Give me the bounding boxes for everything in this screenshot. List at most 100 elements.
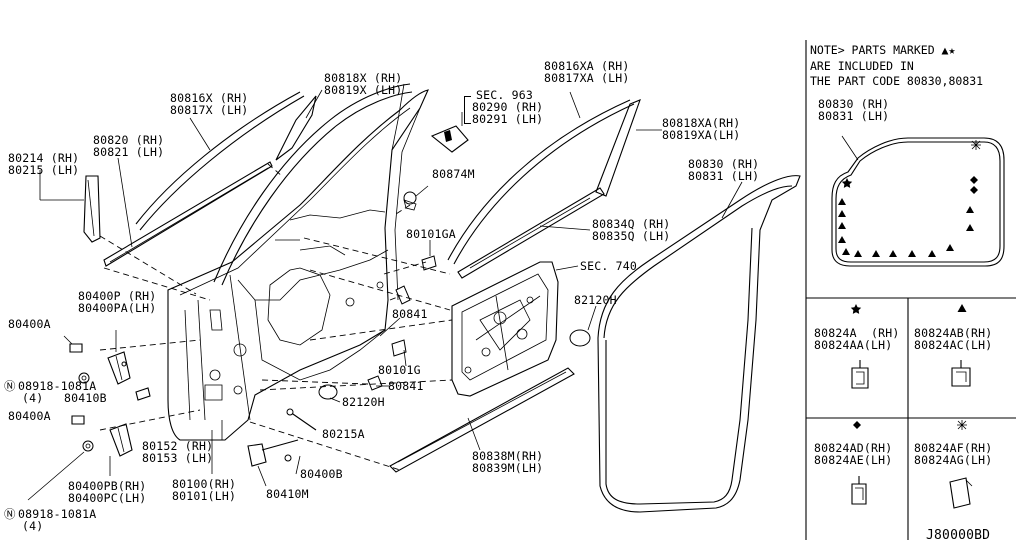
- label-82120h-right: 82120H: [574, 293, 617, 307]
- label-80400a-1: 80400A: [8, 317, 51, 331]
- label-80100-rh: 80100(RH): [172, 477, 237, 491]
- bolt-80400a-2: [71, 415, 85, 425]
- part-80214: [39, 170, 101, 243]
- sec963-bracket: [464, 96, 471, 124]
- label-80101g: 80101G: [378, 363, 421, 377]
- part-80816x: [135, 91, 305, 231]
- label-80830-rh: 80830 (RH): [688, 157, 760, 171]
- label-nut2-code: 08918-1081A: [18, 507, 97, 521]
- bolt-80410b: [135, 387, 151, 401]
- label-sec963-rh: 80290 (RH): [472, 100, 544, 114]
- part-sec963: [430, 112, 469, 153]
- label-80214-lh: 80215 (LH): [8, 163, 80, 177]
- part-80830-weatherstrip: [597, 175, 801, 513]
- label-80400a-2: 80400A: [8, 409, 51, 423]
- clip-asterisk-rh: 80824AF(RH): [914, 441, 993, 455]
- parts-table-frame: [805, 40, 1016, 540]
- part-80215a: [286, 408, 317, 431]
- label-80215a: 80215A: [322, 427, 365, 441]
- nut1-circle: Ⓝ: [4, 379, 16, 393]
- label-80834q-rh: 80834Q (RH): [592, 217, 671, 231]
- nut2-circle: Ⓝ: [4, 507, 16, 521]
- clip-80824ad: [851, 476, 867, 505]
- label-80830-lh: 80831 (LH): [688, 169, 760, 183]
- clip-diamond-rh: 80824AD(RH): [814, 441, 893, 455]
- label-sec740: SEC. 740: [580, 259, 637, 273]
- label-80818x-rh: 80818X (RH): [324, 71, 403, 85]
- note-line-3: THE PART CODE 80830,80831: [810, 74, 984, 88]
- part-80818xa: [595, 99, 662, 197]
- clip-star-lh: 80824AA(LH): [814, 338, 893, 352]
- label-80400pb-lh: 80400PC(LH): [68, 491, 147, 505]
- label-80816xa-rh: 80816XA (RH): [544, 59, 630, 73]
- label-80818xa-lh: 80819XA(LH): [662, 128, 741, 142]
- door-sash: [213, 83, 413, 286]
- label-80400p-rh: 80400P (RH): [78, 289, 157, 303]
- label-80838m-lh: 80839M(LH): [472, 461, 544, 475]
- label-nut1-qty: (4): [22, 391, 44, 405]
- label-80100-lh: 80101(LH): [172, 489, 237, 503]
- note-line-1: NOTE> PARTS MARKED ▲★: [810, 43, 956, 57]
- label-80400p-lh: 80400PA(LH): [78, 301, 157, 315]
- part-80834q: [457, 187, 605, 279]
- inset-label-lh: 80831 (LH): [818, 109, 890, 123]
- part-80838m: [389, 367, 575, 473]
- part-80101g: [391, 339, 407, 357]
- label-80841-a: 80841: [392, 307, 428, 321]
- clip-80824af: [949, 477, 973, 509]
- diagram-id: J80000BD: [926, 528, 991, 543]
- clip-triangle-rh: 80824AB(RH): [914, 326, 993, 340]
- label-sec963-title: SEC. 963: [476, 88, 533, 102]
- note-line-2: ARE INCLUDED IN: [810, 59, 914, 73]
- clip-asterisk-lh: 80824AG(LH): [914, 453, 993, 467]
- label-sec963-lh: 80291 (LH): [472, 112, 544, 126]
- label-80400b: 80400B: [300, 467, 343, 481]
- inset-weatherstrip-outline: [831, 135, 1005, 267]
- label-80834q-lh: 80835Q (LH): [592, 229, 671, 243]
- leader-lines: [211, 317, 407, 475]
- label-80838m-rh: 80838M(RH): [472, 449, 544, 463]
- part-82120h-center: [318, 384, 338, 400]
- label-80874m: 80874M: [432, 167, 475, 181]
- door-shell: [167, 89, 429, 441]
- part-80820: [103, 157, 273, 267]
- label-80101ga: 80101GA: [406, 227, 456, 241]
- clip-diamond-lh: 80824AE(LH): [814, 453, 893, 467]
- label-80816x-lh: 80817X (LH): [170, 103, 249, 117]
- part-80818x: [275, 89, 323, 161]
- label-80152-lh: 80153 (LH): [142, 451, 214, 465]
- inset-symbol-markers: [838, 140, 981, 257]
- bolt-80400a-1: [63, 335, 83, 353]
- part-82120h-right: [569, 305, 597, 347]
- part-80816xa: [447, 91, 635, 265]
- label-nut2-qty: (4): [22, 519, 44, 533]
- label-82120h-center: 82120H: [342, 395, 385, 409]
- part-regulator-sec740: [451, 261, 579, 397]
- label-80410m: 80410M: [266, 487, 309, 501]
- clip-80824ab: [951, 360, 971, 387]
- label-80214-rh: 80214 (RH): [8, 151, 80, 165]
- inset-label-rh: 80830 (RH): [818, 97, 890, 111]
- table-symbols: [850, 304, 967, 430]
- hinge-upper: [107, 330, 131, 385]
- hinge-lower: [109, 423, 133, 476]
- label-80410b: 80410B: [64, 391, 107, 405]
- assembly-dashed-lines: [99, 163, 453, 471]
- part-80841-b: [367, 375, 383, 391]
- nut-08918-1: [78, 372, 90, 384]
- clip-triangle-lh: 80824AC(LH): [914, 338, 993, 352]
- clip-80824a: [851, 360, 869, 389]
- part-80841-a: [395, 285, 411, 305]
- part-80874m: [403, 185, 429, 211]
- label-80820-lh: 80821 (LH): [93, 145, 165, 159]
- label-80816xa-lh: 80817XA (LH): [544, 71, 630, 85]
- part-80101ga: [421, 240, 437, 271]
- label-80152-rh: 80152 (RH): [142, 439, 214, 453]
- label-nut1-code: 08918-1081A: [18, 379, 97, 393]
- label-80820-rh: 80820 (RH): [93, 133, 165, 147]
- label-80818x-lh: 80819X (LH): [324, 83, 403, 97]
- label-80816x-rh: 80816X (RH): [170, 91, 249, 105]
- label-80818xa-rh: 80818XA(RH): [662, 116, 741, 130]
- part-80410m: [247, 439, 299, 487]
